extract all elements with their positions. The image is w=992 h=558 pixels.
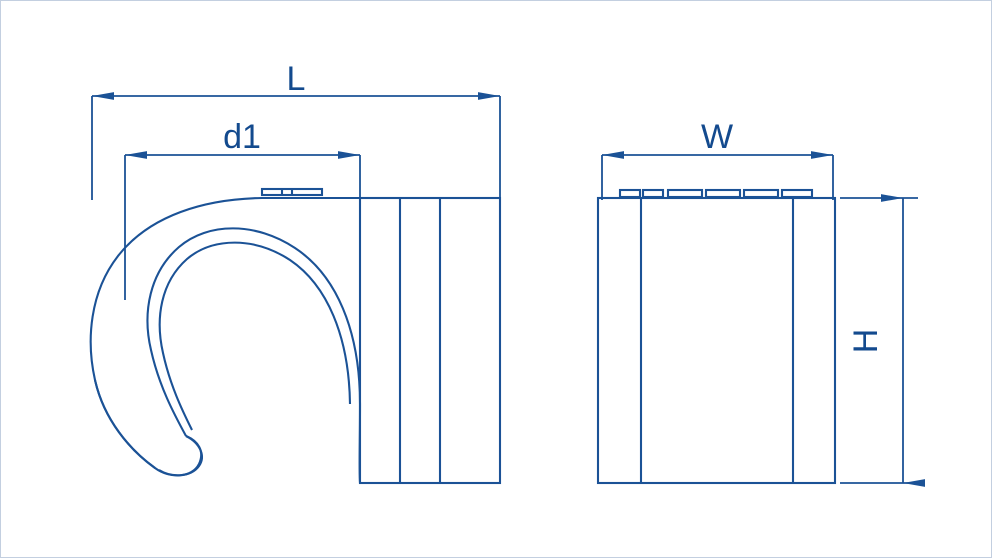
hook-inner-wall <box>146 227 362 437</box>
hook-outer-tail <box>93 379 156 469</box>
front-view-tab <box>742 188 780 199</box>
hook-inner-wall-offset <box>158 241 352 431</box>
front-view-tab <box>780 188 814 199</box>
front-view-tab <box>618 188 642 199</box>
dimension-label-length: L <box>287 60 306 98</box>
front-view-tab <box>641 188 665 199</box>
dimension-d1 <box>124 151 361 300</box>
front-view-tab <box>666 188 704 199</box>
dimension-W <box>601 151 834 200</box>
side-view-block <box>358 196 502 485</box>
side-view <box>89 187 502 485</box>
front-view-top-tabs <box>618 188 814 199</box>
dimension-label-height: H <box>847 329 885 354</box>
front-view-tab <box>704 188 742 199</box>
front-view <box>596 188 837 485</box>
hook-tip-cap <box>158 435 203 477</box>
dimension-label-width: W <box>701 118 733 156</box>
dimension-L <box>91 92 501 200</box>
dimension-label-inner-diameter: d1 <box>223 118 261 156</box>
dimension-H <box>840 194 925 487</box>
